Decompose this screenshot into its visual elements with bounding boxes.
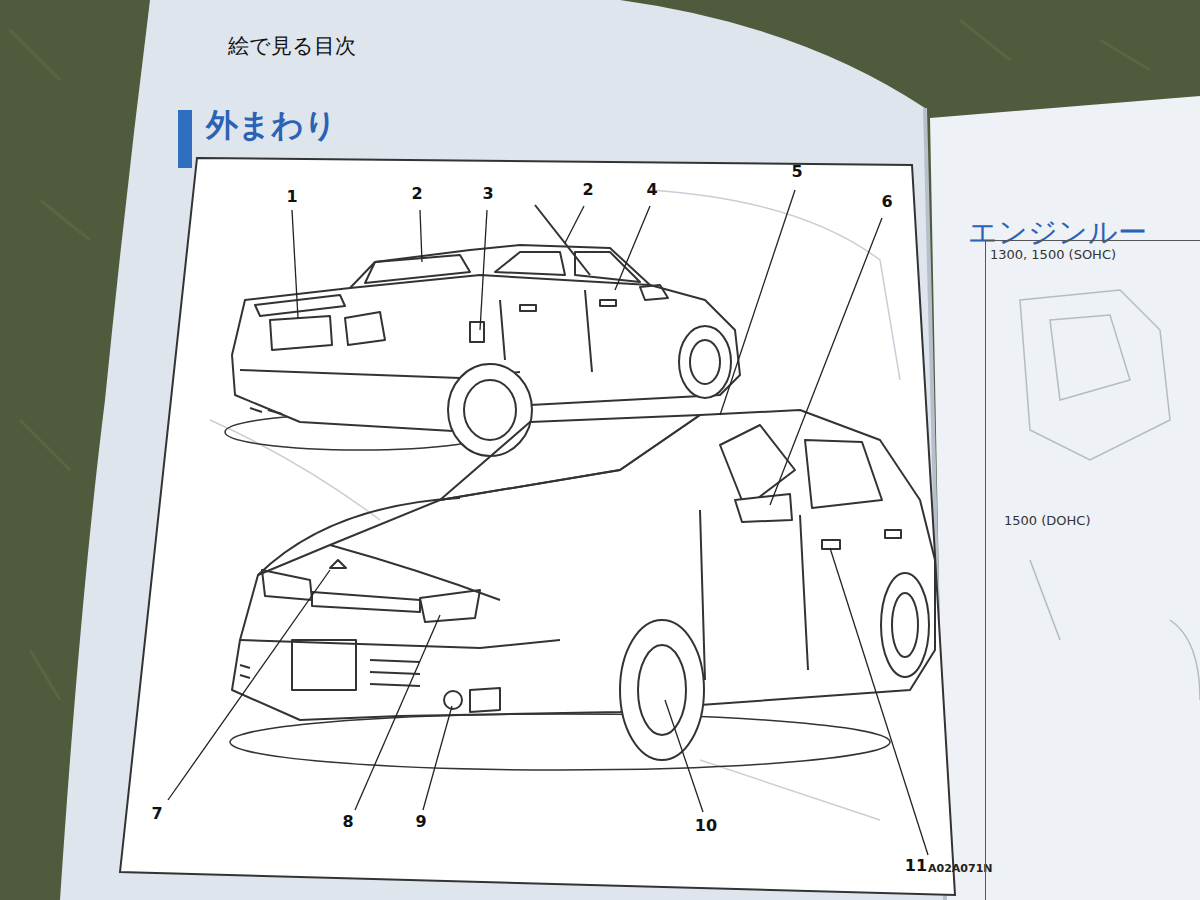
right-page <box>930 96 1200 900</box>
section-heading: 外まわり <box>206 104 337 148</box>
callout-number: 2 <box>582 182 593 198</box>
callout-number: 4 <box>646 182 657 198</box>
illustration-frame <box>120 158 955 895</box>
engine-sketch <box>1020 290 1200 700</box>
front-view-car <box>230 410 935 770</box>
callout-number: 10 <box>695 818 717 834</box>
engine-room-panel: 1300, 1500 (SOHC) 1500 (DOHC) <box>985 240 1200 900</box>
leader-lines <box>168 190 928 855</box>
callout-number: 9 <box>415 814 426 830</box>
callout-number: 8 <box>342 814 353 830</box>
callout-number: 5 <box>791 164 802 180</box>
heading-marker <box>178 110 192 168</box>
callout-number: 2 <box>411 186 422 202</box>
rear-view-car <box>225 205 740 456</box>
callout-number: 1 <box>286 189 297 205</box>
engine-variant-label: 1500 (DOHC) <box>1004 513 1090 528</box>
page-title: 絵で見る目次 <box>228 32 356 60</box>
figure-code: A02A071N <box>928 862 993 875</box>
callout-number: 3 <box>482 186 493 202</box>
engine-variant-label: 1300, 1500 (SOHC) <box>990 247 1116 262</box>
callout-number: 11 <box>905 858 927 874</box>
callout-number: 7 <box>151 806 162 822</box>
callout-number: 6 <box>881 194 892 210</box>
